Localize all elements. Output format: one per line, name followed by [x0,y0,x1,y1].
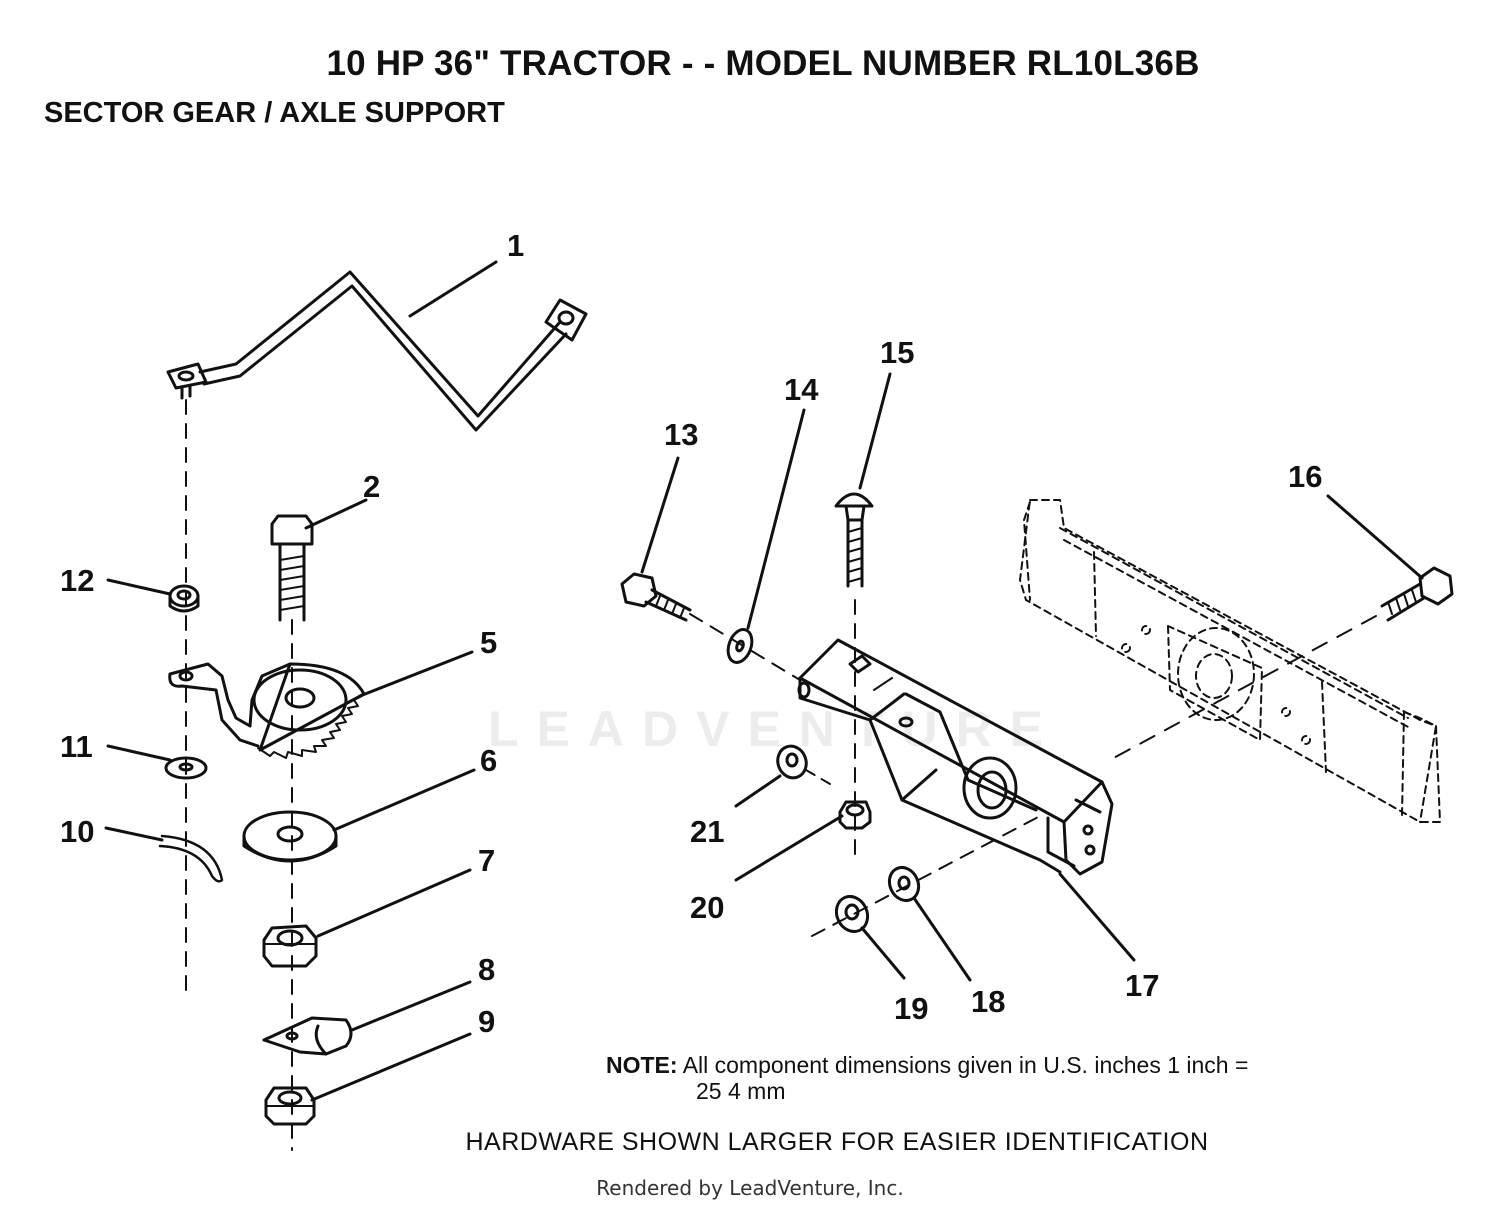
callout-5: 5 [480,625,497,660]
callout-7: 7 [478,843,495,878]
washer-14 [726,628,754,664]
washer-18 [887,865,921,903]
bolt-2 [270,514,314,622]
sector-gear [168,662,366,759]
note-block: NOTE: All component dimensions given in … [606,1052,1306,1104]
callout-18: 18 [971,984,1005,1019]
hardware-notice: HARDWARE SHOWN LARGER FOR EASIER IDENTIF… [465,1128,1209,1156]
nut-7 [262,924,318,968]
front-axle-phantom [1019,499,1441,823]
callout-numbers: 1 2 5 6 7 8 9 10 11 12 13 14 15 16 17 18… [60,228,1322,1039]
clip-8 [262,1016,353,1056]
lower-bolt-axis [811,815,1041,937]
drag-link-rod [166,270,588,432]
callout-2: 2 [363,469,380,504]
bolt-13 [620,572,692,622]
nut-21 [776,744,808,780]
cotter-pin [158,834,224,883]
nut-9 [264,1086,316,1126]
axle-support-bracket [797,638,1114,876]
callout-1: 1 [507,228,524,263]
callout-8: 8 [478,952,495,987]
nut-20 [838,800,872,830]
callout-16: 16 [1288,459,1322,494]
callout-10: 10 [60,814,94,849]
nut-19 [834,894,870,934]
bolt-16-axis [1109,615,1377,761]
nut-12 [168,584,200,613]
callout-19: 19 [894,991,928,1026]
callout-15: 15 [880,335,914,370]
carriage-bolt-15 [834,492,874,588]
nut-21-axis [805,769,831,785]
note-label: NOTE: [606,1052,678,1078]
callout-12: 12 [60,563,94,598]
callout-17: 17 [1125,968,1159,1003]
callout-13: 13 [664,417,698,452]
note-line-1: All component dimensions given in U.S. i… [682,1052,1249,1078]
bolt-16 [1380,566,1454,622]
spacer-6 [242,810,338,863]
callout-11: 11 [60,729,93,764]
washer-11 [164,756,208,780]
callout-6: 6 [480,743,497,778]
callout-20: 20 [690,890,724,925]
callout-14: 14 [784,372,819,407]
callout-9: 9 [478,1004,495,1039]
leader-lines [104,260,1424,1102]
page-title: 10 HP 36" TRACTOR - - MODEL NUMBER RL10L… [326,44,1200,83]
note-line-2: 25 4 mm [696,1078,786,1104]
callout-21: 21 [690,814,724,849]
watermark-text: LEADVENTURE [488,701,1062,757]
bolt-13-axis [689,613,801,681]
footer-credit: Rendered by LeadVenture, Inc. [596,1176,904,1200]
section-subtitle: SECTOR GEAR / AXLE SUPPORT [44,97,505,129]
